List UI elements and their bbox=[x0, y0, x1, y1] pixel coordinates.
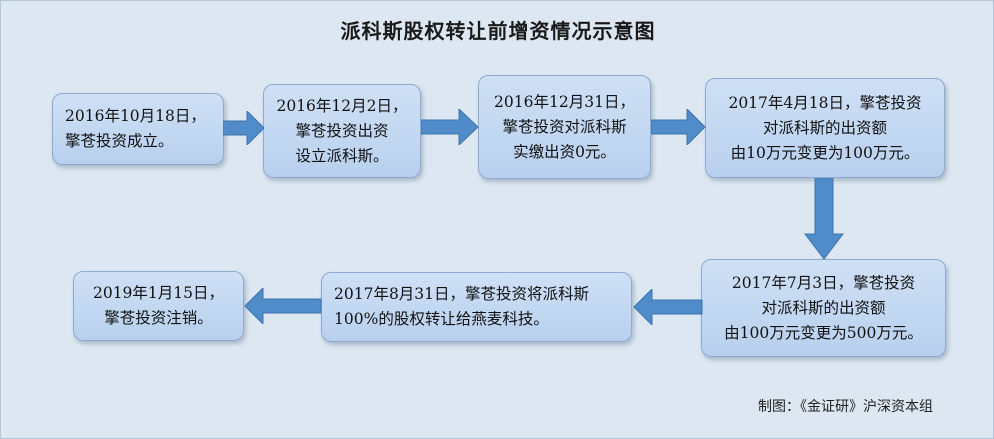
step-4-text: 2017年4月18日，擎苍投资 对派科斯的出资额 由10万元变更为100万元。 bbox=[728, 93, 922, 162]
step-4-box: 2017年4月18日，擎苍投资 对派科斯的出资额 由10万元变更为100万元。 bbox=[705, 78, 945, 178]
arrow-right-1-icon bbox=[223, 111, 265, 145]
step-6-box: 2017年8月31日，擎苍投资将派科斯 100%的股权转让给燕麦科技。 bbox=[321, 272, 632, 342]
step-1-box: 2016年10月18日， 擎苍投资成立。 bbox=[52, 93, 224, 165]
arrow-left-2-icon bbox=[244, 288, 322, 324]
step-1-text: 2016年10月18日， 擎苍投资成立。 bbox=[65, 107, 206, 150]
step-2-box: 2016年12月2日， 擎苍投资出资 设立派科斯。 bbox=[263, 84, 421, 178]
arrow-left-1-icon bbox=[633, 289, 703, 325]
step-3-box: 2016年12月31日， 擎苍投资对派科斯 实缴出资0元。 bbox=[478, 75, 651, 179]
diagram-title: 派科斯股权转让前增资情况示意图 bbox=[340, 19, 656, 43]
arrow-right-2-icon bbox=[421, 109, 479, 145]
step-6-text: 2017年8月31日，擎苍投资将派科斯 100%的股权转让给燕麦科技。 bbox=[334, 285, 590, 328]
step-2-text: 2016年12月2日， 擎苍投资出资 设立派科斯。 bbox=[276, 96, 408, 165]
step-5-text: 2017年7月3日，擎苍投资 对派科斯的出资额 由100万元变更为500万元。 bbox=[724, 273, 923, 342]
source-note: 制图：《金证研》沪深资本组 bbox=[758, 399, 933, 415]
step-3-text: 2016年12月31日， 擎苍投资对派科斯 实缴出资0元。 bbox=[494, 92, 635, 161]
step-7-box: 2019年1月15日， 擎苍投资注销。 bbox=[73, 271, 244, 341]
step-5-box: 2017年7月3日，擎苍投资 对派科斯的出资额 由100万元变更为500万元。 bbox=[701, 259, 946, 357]
step-7-text: 2019年1月15日， 擎苍投资注销。 bbox=[92, 284, 225, 327]
arrow-right-3-icon bbox=[651, 109, 706, 145]
arrow-down-icon bbox=[804, 178, 844, 260]
